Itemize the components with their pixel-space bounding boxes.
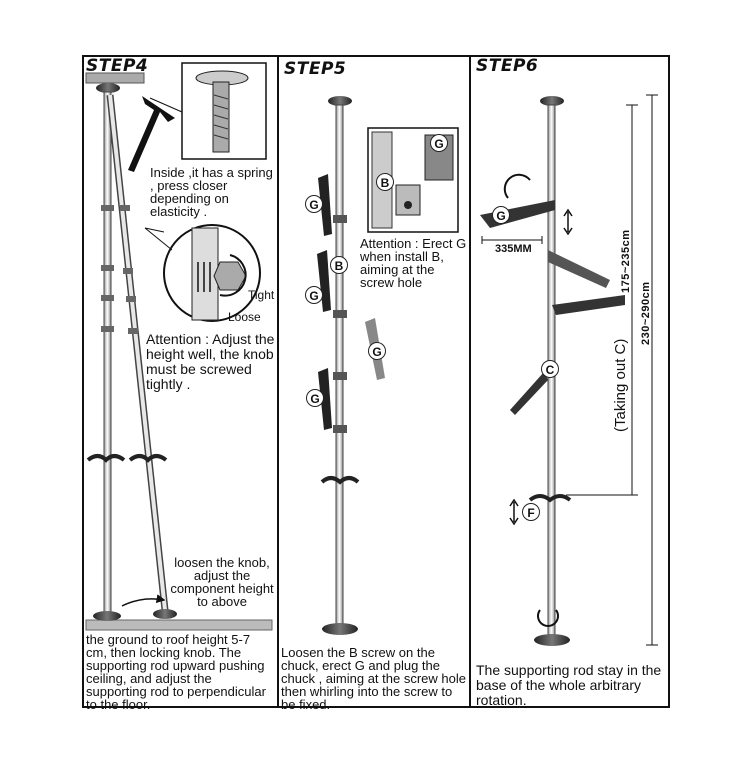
base-right	[153, 609, 177, 619]
badge-g-step4-detail: G	[430, 134, 448, 152]
badge-b: B	[330, 256, 348, 274]
step4-loosen-note: loosen the knob, adjust the component he…	[170, 555, 274, 609]
base-left	[93, 611, 121, 621]
column-divider-right	[469, 55, 471, 708]
step4-attention: Attention : Adjust the height well, the …	[146, 331, 275, 392]
badge-g-2: G	[305, 286, 323, 304]
floor-strip	[85, 619, 273, 631]
tight-label: Tight	[248, 288, 275, 302]
instruction-frame	[82, 55, 670, 708]
step4-illustration	[85, 62, 273, 631]
step6-illustration	[480, 94, 658, 646]
badge-c: C	[541, 360, 559, 378]
dim-335: 335MM	[495, 243, 532, 255]
step6-caption: The supporting rod stay in the base of t…	[476, 662, 662, 708]
step5-title: STEP5	[284, 59, 347, 79]
step5-caption: Loosen the B screw on the chuck, erect G…	[281, 645, 466, 712]
badge-b-detail: B	[376, 173, 394, 191]
step5-attention: Attention : Erect G when install B, aimi…	[360, 236, 467, 290]
range-175-235: 175~235cm	[620, 229, 632, 293]
column-divider-left	[277, 55, 279, 708]
ceiling-strip	[85, 72, 145, 84]
taking-out-c-label: (Taking out C)	[612, 338, 629, 432]
step4-title: STEP4	[86, 56, 149, 76]
badge-g-4: G	[306, 389, 324, 407]
loose-label: Loose	[228, 310, 261, 324]
badge-g-3: G	[368, 342, 386, 360]
badge-g-1: G	[305, 195, 323, 213]
range-230-290: 230~290cm	[640, 281, 652, 345]
badge-f: F	[522, 503, 540, 521]
step5-pole	[335, 104, 344, 626]
vertical-pole	[103, 91, 112, 613]
step6-title: STEP6	[476, 56, 539, 76]
top-cap	[96, 83, 120, 93]
badge-g-step6: G	[492, 206, 510, 224]
step4-caption: the ground to roof height 5-7 cm, then l…	[86, 632, 266, 712]
step4-spring-callout: Inside ,it has a spring , press closer d…	[150, 165, 273, 219]
